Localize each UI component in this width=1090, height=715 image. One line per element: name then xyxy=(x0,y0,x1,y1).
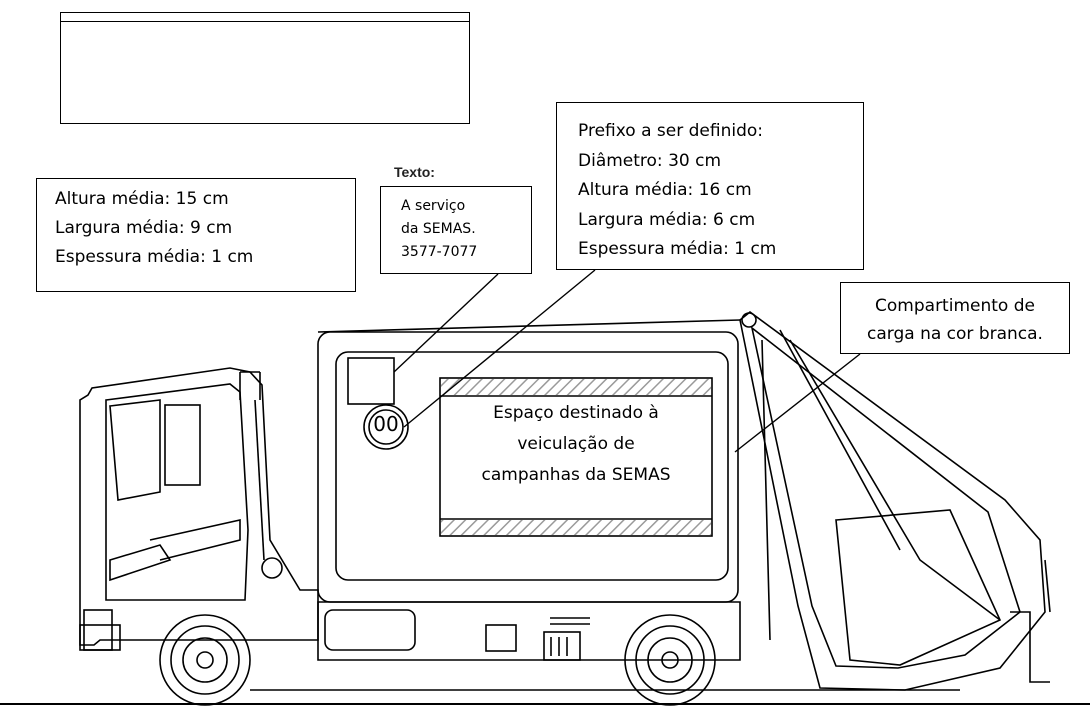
header-rule xyxy=(61,21,469,22)
exhaust-pipe xyxy=(239,371,261,400)
text-line-3: 3577-7077 xyxy=(401,244,478,260)
text-plate-dimensions-box: Altura média: 15 cm Largura média: 9 cm … xyxy=(36,178,356,292)
text-line-2: da SEMAS. xyxy=(401,221,476,237)
leader-compartment xyxy=(734,353,861,453)
dims-left-thickness: Espessura média: 1 cm xyxy=(55,247,254,267)
cab-door xyxy=(105,383,249,601)
compartment-line-2: carga na cor branca. xyxy=(867,324,1043,344)
cab-side-window xyxy=(164,404,201,486)
prefix-circle xyxy=(363,404,409,450)
banner-line-1: Espaço destinado à xyxy=(493,403,659,423)
cab-window xyxy=(109,399,161,501)
leader-text xyxy=(393,273,499,373)
text-content-box: A serviço da SEMAS. 3577-7077 xyxy=(380,186,532,274)
banner-frame xyxy=(439,377,713,537)
compartment-line-1: Compartimento de xyxy=(875,296,1035,316)
prefix-number: 00 xyxy=(373,412,399,436)
prefix-height: Altura média: 16 cm xyxy=(578,180,752,200)
front-wheel xyxy=(159,614,251,706)
leader-prefix xyxy=(403,269,596,428)
compactor-outline xyxy=(739,310,1046,691)
text-plate xyxy=(347,357,395,405)
prefix-diameter: Diâmetro: 30 cm xyxy=(578,150,722,171)
rear-wheel xyxy=(624,614,716,706)
prefix-title: Prefixo a ser definido: xyxy=(578,121,763,141)
prefix-width: Largura média: 6 cm xyxy=(578,209,756,230)
prefix-specs-box: Prefixo a ser definido: Diâmetro: 30 cm … xyxy=(556,102,864,270)
banner-line-2: veiculação de xyxy=(517,434,635,454)
dims-left-width: Largura média: 9 cm xyxy=(55,218,233,238)
text-line-1: A serviço xyxy=(401,198,466,214)
compartment-note-box: Compartimento de carga na cor branca. xyxy=(840,282,1070,354)
texto-heading: Texto: xyxy=(394,164,435,180)
prefix-thickness: Espessura média: 1 cm xyxy=(578,239,777,259)
cab-outline xyxy=(79,367,319,646)
blank-header-box xyxy=(60,12,470,124)
banner-line-3: campanhas da SEMAS xyxy=(481,465,671,485)
dims-left-height: Altura média: 15 cm xyxy=(55,189,229,209)
campaign-banner-text: Espaço destinado à veiculação de campanh… xyxy=(440,396,712,516)
